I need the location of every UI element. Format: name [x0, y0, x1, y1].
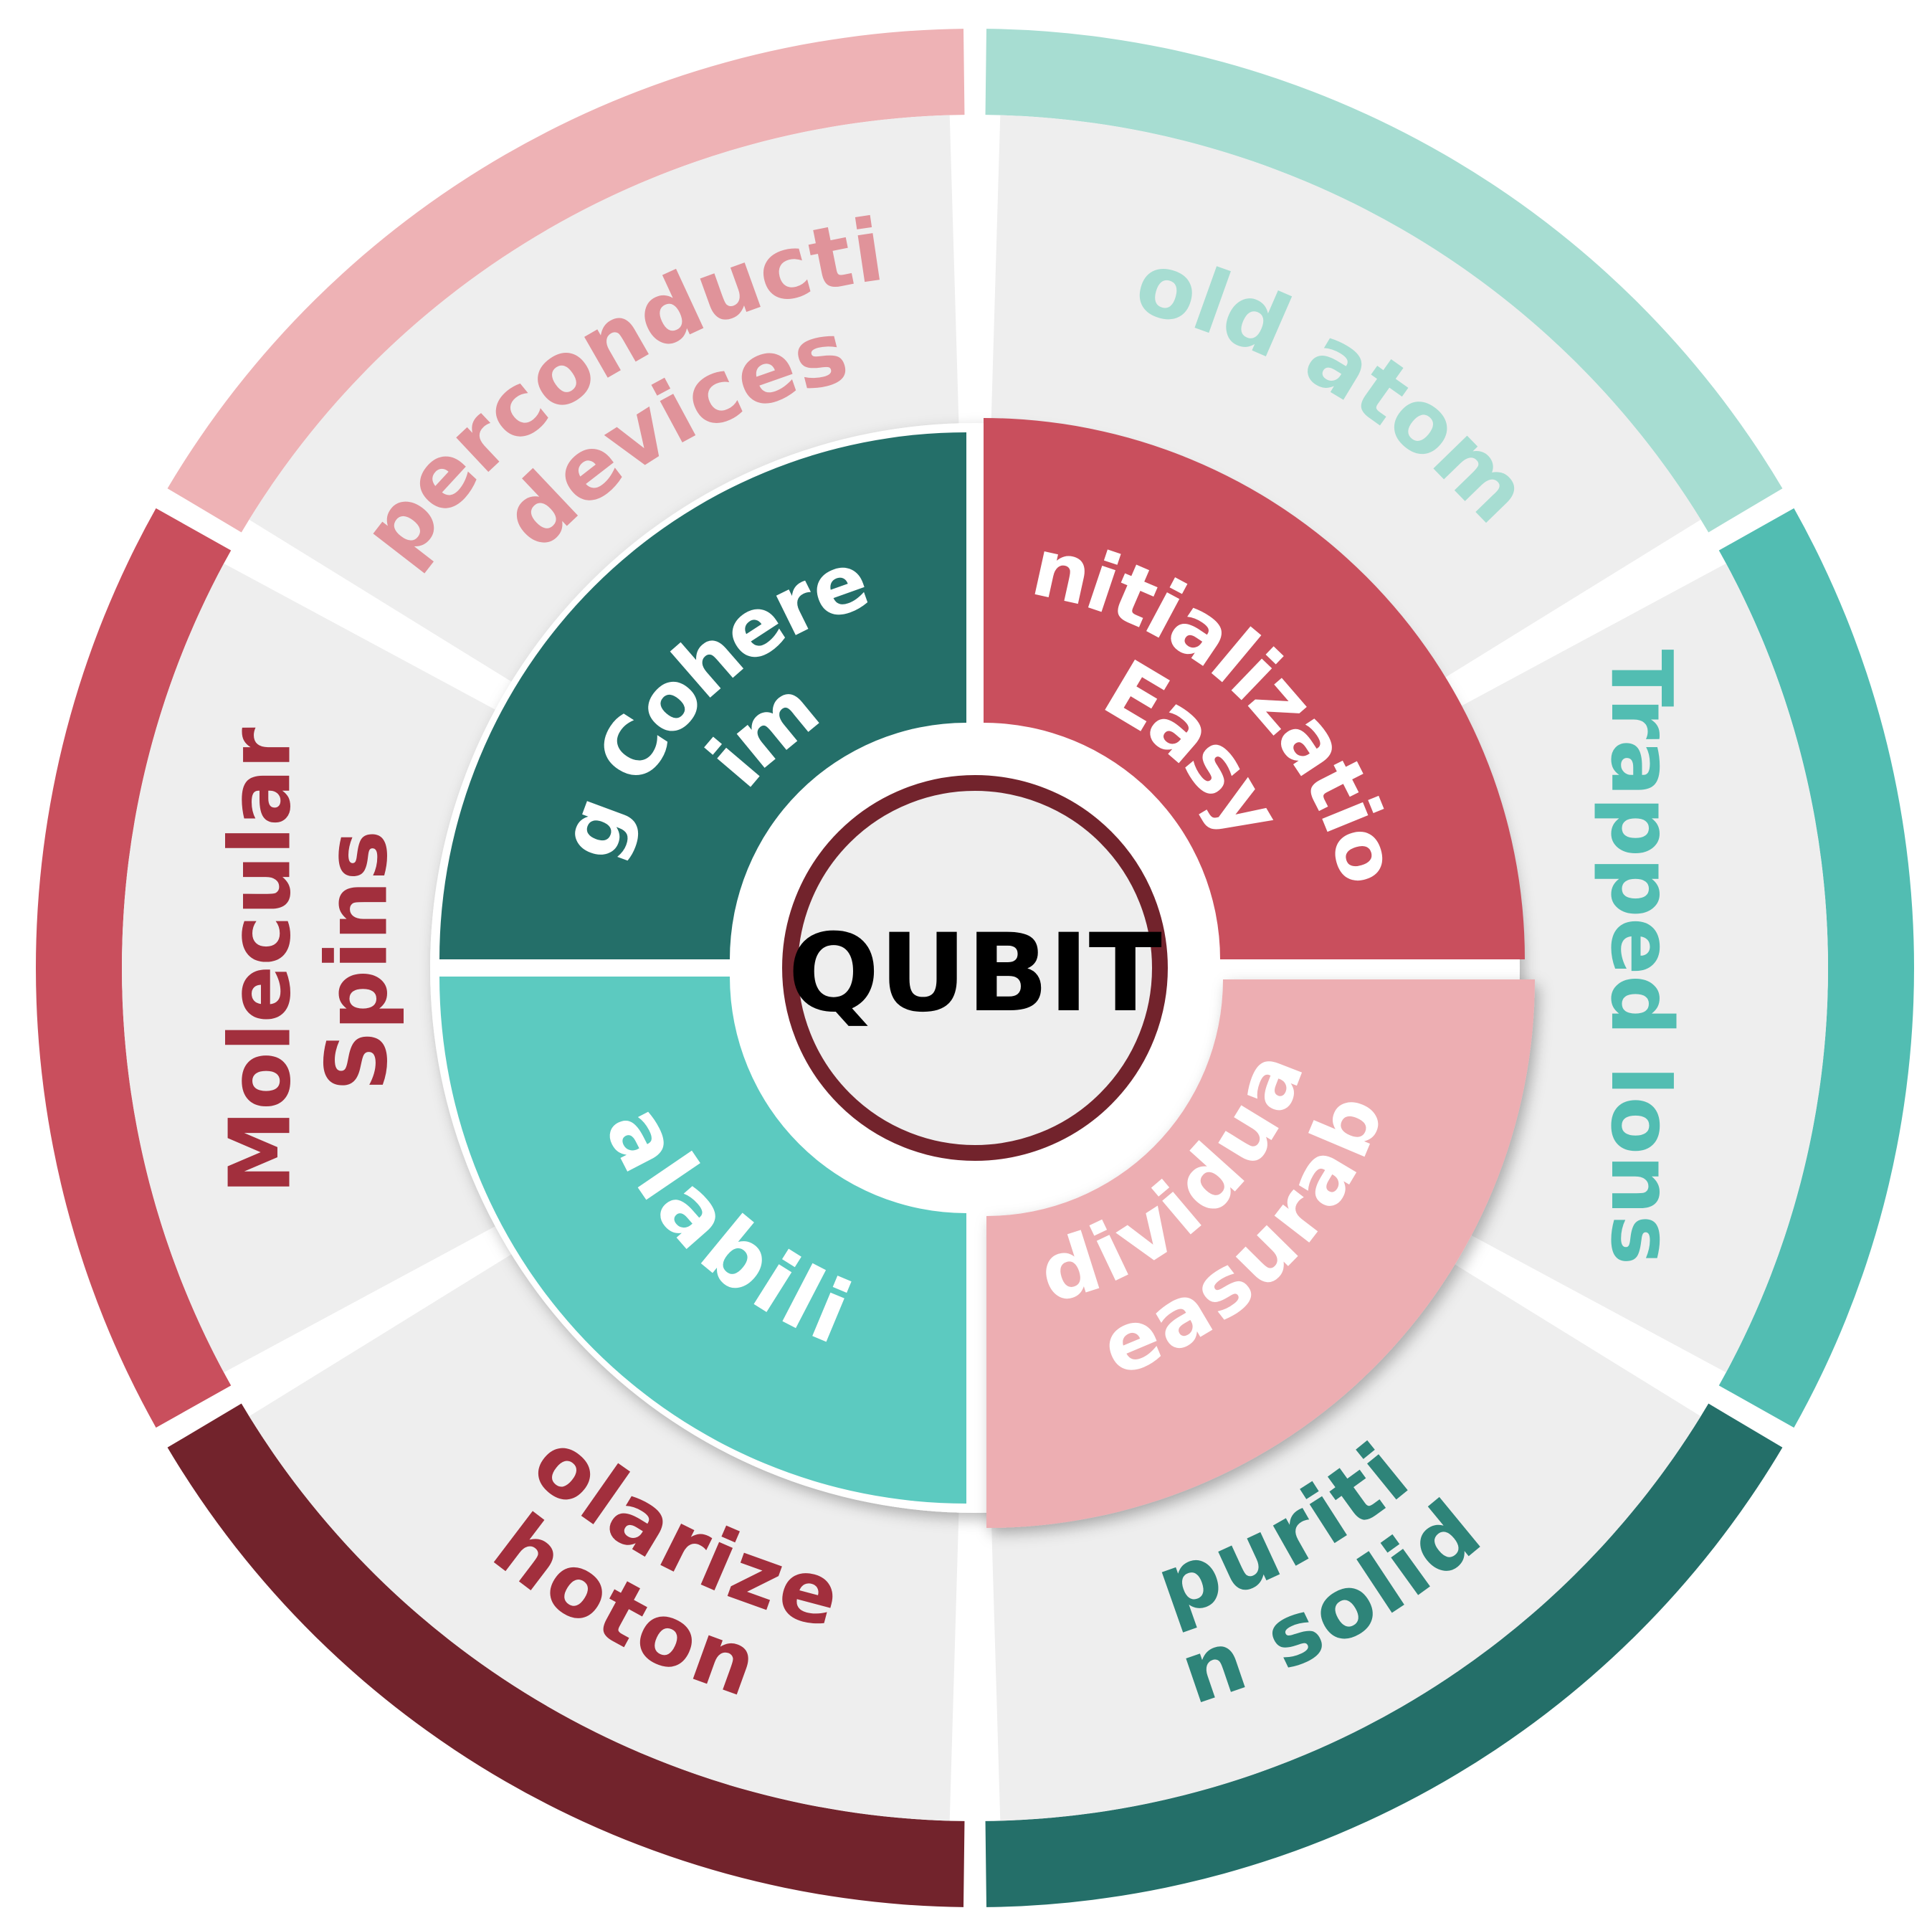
platform-panel-impurities-in-solids: [991, 1254, 1701, 1821]
platform-cold-atoms: [985, 29, 1783, 682]
platform-molecular-spins: [35, 508, 495, 1428]
platform-panel-cold-atoms: [991, 115, 1701, 682]
platform-band-polarized-photons: [167, 1403, 965, 1907]
property-segment-easy-initialization: [984, 418, 1525, 959]
platform-trapped-ions: [1455, 508, 1914, 1428]
platform-band-trapped-ions: [1718, 508, 1914, 1428]
property-segment-scalability: [439, 977, 966, 1504]
property-segment-individually-measurable: [986, 979, 1535, 1528]
platform-panel-trapped-ions: [1455, 563, 1828, 1373]
platform-band-superconducting-devices: [167, 29, 965, 533]
platform-polarized-photons: [167, 1254, 965, 1907]
platform-label-trapped-ions: Trapped Ions: [1592, 649, 1691, 1265]
platform-panel-molecular-spins: [121, 563, 495, 1373]
property-segment-long-coherence-time: [439, 432, 966, 959]
platform-impurities-in-solids: [985, 1254, 1783, 1907]
platform-panel-superconducting-devices: [249, 115, 959, 682]
platform-superconducting-devices: [167, 29, 965, 682]
hub-ring: [782, 775, 1168, 1161]
platform-band-cold-atoms: [985, 29, 1783, 533]
qubit-hub: QUBIT: [771, 764, 1179, 1172]
platform-label-trapped-ions-line-1: Trapped Ions: [1592, 649, 1691, 1265]
platform-panel-polarized-photons: [249, 1254, 959, 1821]
platform-label-molecular-spins-line-2: Spins: [308, 830, 406, 1091]
platform-label-molecular-spins-line-1: Molecular: [211, 727, 310, 1194]
platform-band-molecular-spins: [35, 508, 232, 1428]
platform-band-impurities-in-solids: [985, 1403, 1783, 1907]
center-label: QUBIT: [788, 911, 1162, 1036]
